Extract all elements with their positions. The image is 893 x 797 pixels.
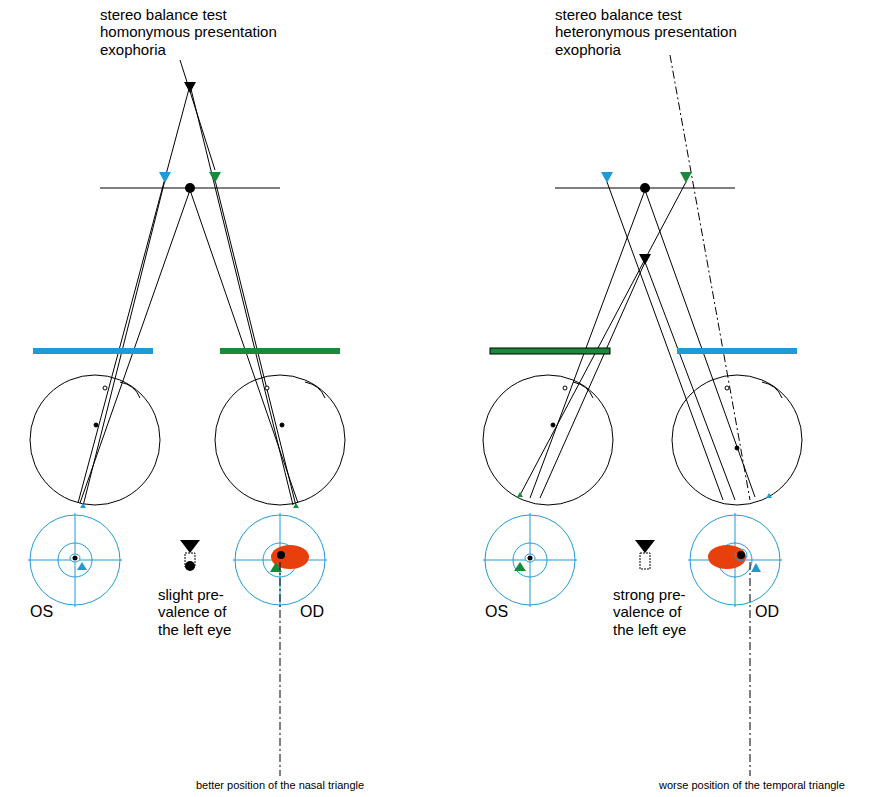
leader-note: worse position of the temporal triangle (659, 779, 845, 792)
leader-note: better position of the nasal triangle (196, 779, 364, 792)
eye-label: OS (30, 603, 53, 621)
panel-title: stereo balance test homonymous presentat… (100, 6, 305, 58)
eye-label: OD (300, 603, 324, 621)
eye-label: OD (755, 603, 779, 621)
panel-title: stereo balance test heteronymous present… (555, 6, 760, 58)
result-note: slight pre- valence of the left eye (158, 586, 250, 638)
result-note: strong pre- valence of the left eye (613, 586, 705, 638)
eye-label: OS (485, 603, 508, 621)
